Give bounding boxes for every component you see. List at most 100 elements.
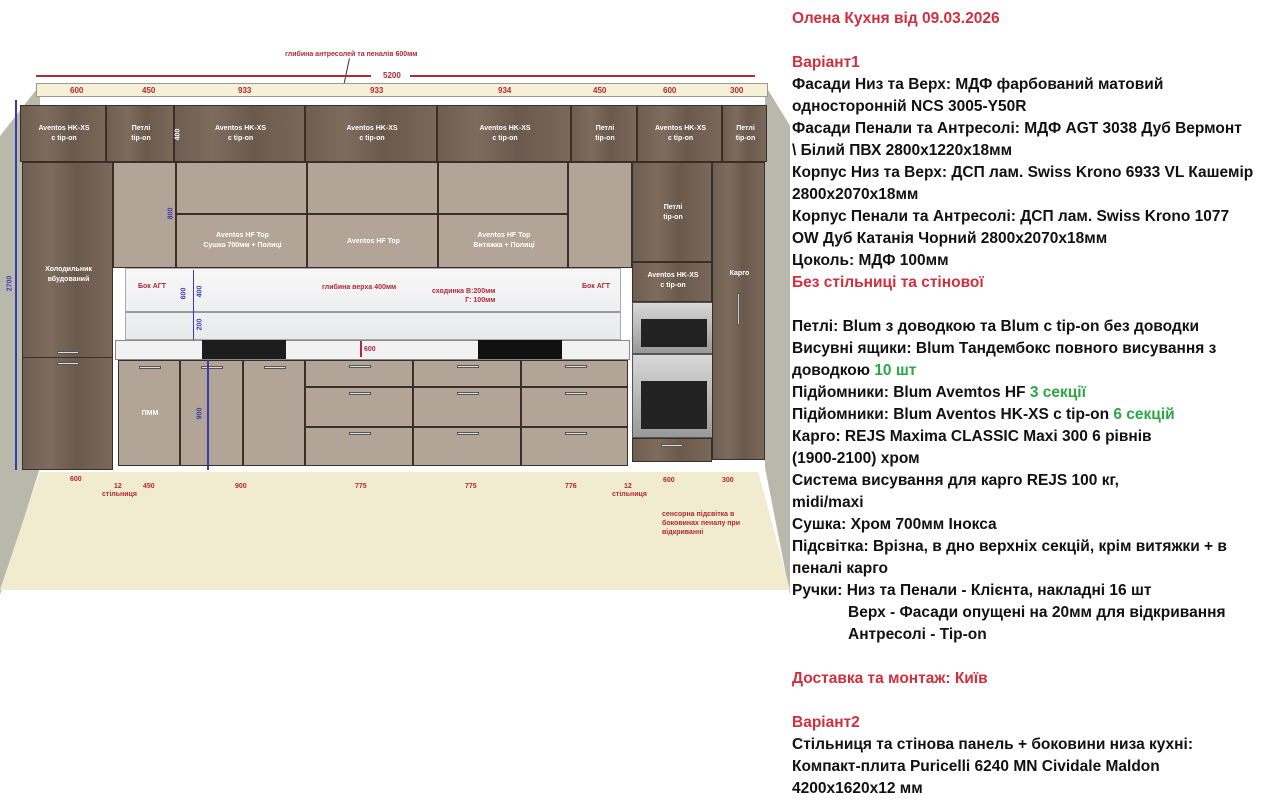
upper-cabinet (176, 162, 307, 214)
countertop-label: стільниця (102, 491, 137, 498)
bottom-dim: 450 (143, 483, 155, 490)
drawer (305, 427, 413, 466)
spec-line: Фасади Пенали та Антресолі: МДФ AGT 3038… (792, 120, 1242, 137)
bottom-dim: 776 (565, 483, 577, 490)
bottom-dim: 12 (624, 483, 632, 490)
compact-oven (632, 302, 716, 354)
antresol-label: Петлі tip-on (735, 125, 756, 142)
upper-cabinet: Aventos HF Top Сушка 700мм + Полиці (176, 214, 307, 268)
tall-right-mid: Aventos HK-XS с tip-on (632, 262, 712, 302)
drawer-handle (457, 392, 479, 395)
height-total: 2700 (6, 275, 14, 292)
spec-line: Антресолі - Tip-on (848, 626, 987, 643)
countertop-label: стільниця (612, 491, 647, 498)
spec-line: Карго: REJS Maxima CLASSIC Maxi 300 6 рі… (792, 428, 1152, 445)
upper-height: 800 (167, 207, 175, 220)
spec-line: 2800х2070х18мм (792, 186, 919, 203)
no-counter-note: Без стільниці та стінової (792, 274, 984, 291)
top-dim: 933 (238, 86, 252, 95)
spec-line: Підйомники: Blum Aventos HK-XS с tip-on … (792, 404, 1280, 426)
drawer (413, 427, 521, 466)
antresol-cabinet: Aventos HK-XS с tip-on (305, 105, 437, 162)
top-dim: 933 (370, 86, 384, 95)
drawer-handle (457, 432, 479, 435)
antresol-label: Aventos HK-XS с tip-on (214, 125, 267, 142)
drawer (521, 387, 628, 427)
tall-right-drawer (632, 438, 712, 462)
base-cabinet (180, 360, 243, 466)
spec-line: Корпус Пенали та Антресолі: ДСП лам. Swi… (792, 208, 1230, 225)
fridge-label: Холодильник вбудований (45, 266, 92, 283)
drawer-handle (457, 365, 479, 368)
tall-label: Aventos HK-XS с tip-on (647, 272, 699, 289)
bok-agt-left: Бок АГТ (138, 283, 167, 290)
dim-line (36, 75, 371, 77)
drawer-handle (349, 392, 371, 395)
spec-line: Цоколь: МДФ 100мм (792, 252, 949, 269)
drawer (521, 427, 628, 466)
antresol-cabinet: Петлі tip-on (722, 105, 767, 162)
bottom-dim: 600 (663, 477, 675, 484)
spec-line: 4200х1620х12 мм (792, 780, 923, 797)
antresol-label: Петлі tip-on (595, 125, 615, 142)
spec-line: Висувні ящики: Blum Тандембокс повного в… (792, 340, 1217, 357)
bottom-dim: 600 (70, 476, 82, 483)
spec-line: Петлі: Blum з доводкою та Blum с tip-on … (792, 318, 1199, 335)
base-cabinet: ПММ (118, 360, 180, 466)
depth-note: глибина антресолей та пеналів 600мм (285, 51, 418, 58)
step-note: сходинка В:200мм Г: 100мм (432, 288, 496, 304)
antresol-label: Aventos HK-XS с tip-on (654, 125, 707, 142)
drawer (305, 387, 413, 427)
antresol-cabinet: Петлі tip-on (571, 105, 637, 162)
bok-agt-right: Бок АГТ (582, 283, 611, 290)
top-dim: 934 (498, 86, 512, 95)
height-line (15, 100, 17, 470)
spec-line: односторонній NCS 3005-Y50R (792, 98, 1027, 115)
antresol-cabinet: Aventos HK-XS с tip-on (174, 105, 305, 162)
top-dim: 450 (593, 86, 607, 95)
lift2-count: 6 секцій (1113, 406, 1175, 423)
base-height: 900 (196, 407, 204, 420)
bottom-dim: 300 (722, 477, 734, 484)
drawer-handle (564, 365, 587, 368)
spec-line: Корпус Низ та Верх: ДСП лам. Swiss Krono… (792, 164, 1254, 181)
spec-title: Олена Кухня від 09.03.2026 (792, 10, 1000, 27)
spec-line: Фасади Низ та Верх: МДФ фарбований матов… (792, 76, 1164, 93)
upper-cabinet (438, 162, 568, 214)
spec-line: Підйомники: Blum Avemtos HF 3 секції (792, 382, 1280, 404)
oven (632, 354, 716, 438)
spec-line: Стільниця та стінова панель + боковини н… (792, 736, 1194, 753)
delivery-note: Доставка та монтаж: Київ (792, 670, 988, 687)
upper-label: Aventos HF Top Витяжка + Полиці (473, 232, 535, 249)
spec-text: доводкою (792, 362, 875, 379)
spec-line: доводкою 10 шт (792, 360, 1280, 382)
sink (202, 340, 286, 359)
drawer (521, 360, 628, 387)
drawer-handle (564, 392, 587, 395)
drawers-count: 10 шт (874, 362, 917, 379)
dim: 400 (196, 285, 204, 298)
antresol-label: Петлі tip-on (131, 125, 151, 142)
fridge-tall-unit: Холодильник вбудований (22, 162, 113, 470)
antresol-label: Aventos HK-XS с tip-on (38, 125, 90, 142)
antresol-cabinet: Aventos HK-XS с tip-on (637, 105, 722, 162)
drawer-handle (564, 432, 587, 435)
lift1-count: 3 секції (1029, 384, 1086, 401)
spec-text: Підйомники: Blum Avemtos HF (792, 384, 1030, 401)
spec-line: (1900-2100) хром (792, 450, 920, 467)
hob (478, 340, 562, 359)
top-trim (36, 83, 768, 97)
spec-line: midi/maxi (792, 494, 864, 511)
drawer-handle (349, 365, 371, 368)
kitchen-drawing: глибина антресолей та пеналів 600мм 5200… (0, 0, 790, 600)
bottom-dim: 775 (355, 483, 367, 490)
antresol-cabinet: Петлі tip-on (106, 105, 174, 162)
spec-text: Олена Кухня від 09.03.2026 Варіант1 Фаса… (792, 8, 1280, 800)
antresol-label: Aventos HK-XS с tip-on (479, 125, 531, 142)
drawer-handle (349, 432, 371, 435)
top-dim: 600 (663, 86, 677, 95)
floor (0, 472, 790, 590)
antresol-cabinet: Aventos HK-XS с tip-on (437, 105, 571, 162)
top-dim: 600 (70, 86, 84, 95)
spec-line: OW Дуб Катанія Чорний 2800х2070х18мм (792, 230, 1108, 247)
